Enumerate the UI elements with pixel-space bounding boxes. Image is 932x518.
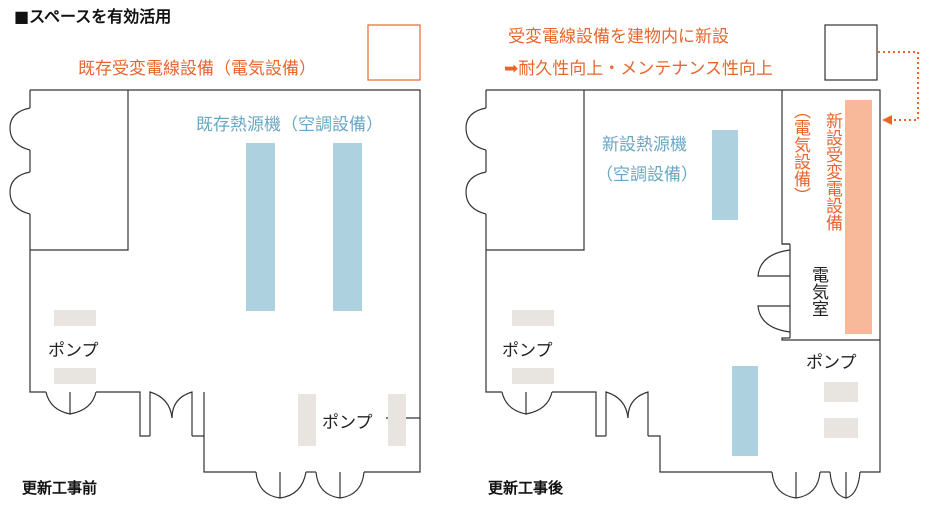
before-pump-left-1: [54, 310, 96, 326]
after-note-line2: ➡耐久性向上・メンテナンス性向上: [504, 59, 773, 79]
dotted-arrow-head: [882, 115, 892, 125]
after-room-label: 電気室: [808, 266, 829, 317]
after-heat-unit-1: [712, 130, 738, 220]
before-pump-right-label: ポンプ: [322, 413, 373, 433]
before-pump-right-2: [388, 394, 406, 446]
after-pump-right-1: [824, 382, 858, 402]
after-pump-left-label: ポンプ: [502, 341, 553, 361]
after-door-arcs: [465, 107, 861, 499]
after-pump-left-2: [512, 368, 554, 384]
after-new-elec-vertical: 新設受変電設備: [822, 112, 843, 232]
after-pump-right-2: [824, 418, 858, 438]
after-pump-right-label: ポンプ: [806, 353, 857, 373]
before-pump-right-1: [298, 394, 316, 446]
after-building-walls: [485, 89, 881, 473]
before-caption: 更新工事前: [22, 479, 97, 497]
before-heat-label: 既存熱源機（空調設備）: [196, 115, 383, 135]
before-heat-unit-1: [246, 143, 275, 311]
before-electrical-label: 既存受変電線設備（電気設備）: [78, 59, 316, 79]
after-heat-unit-2: [732, 366, 758, 456]
dotted-arrow: [878, 51, 919, 121]
before-pump-left-label: ポンプ: [48, 341, 99, 361]
after-new-elec-sub-vertical: （電気設備）: [790, 102, 811, 204]
before-electrical-box: [367, 24, 421, 81]
header-title: ■スペースを有効活用: [14, 7, 171, 26]
after-empty-box: [824, 24, 878, 81]
after-new-electrical-unit: [845, 100, 872, 334]
before-door-arcs: [9, 107, 365, 499]
after-pump-left-1: [512, 310, 554, 326]
after-caption: 更新工事後: [488, 479, 564, 497]
before-heat-unit-2: [333, 143, 362, 311]
before-pump-left-2: [54, 368, 96, 384]
after-heat-label-2: （空調設備）: [596, 165, 698, 185]
after-heat-label-1: 新設熱源機: [602, 135, 687, 155]
after-note-line1: 受変電線設備を建物内に新設: [508, 27, 729, 47]
